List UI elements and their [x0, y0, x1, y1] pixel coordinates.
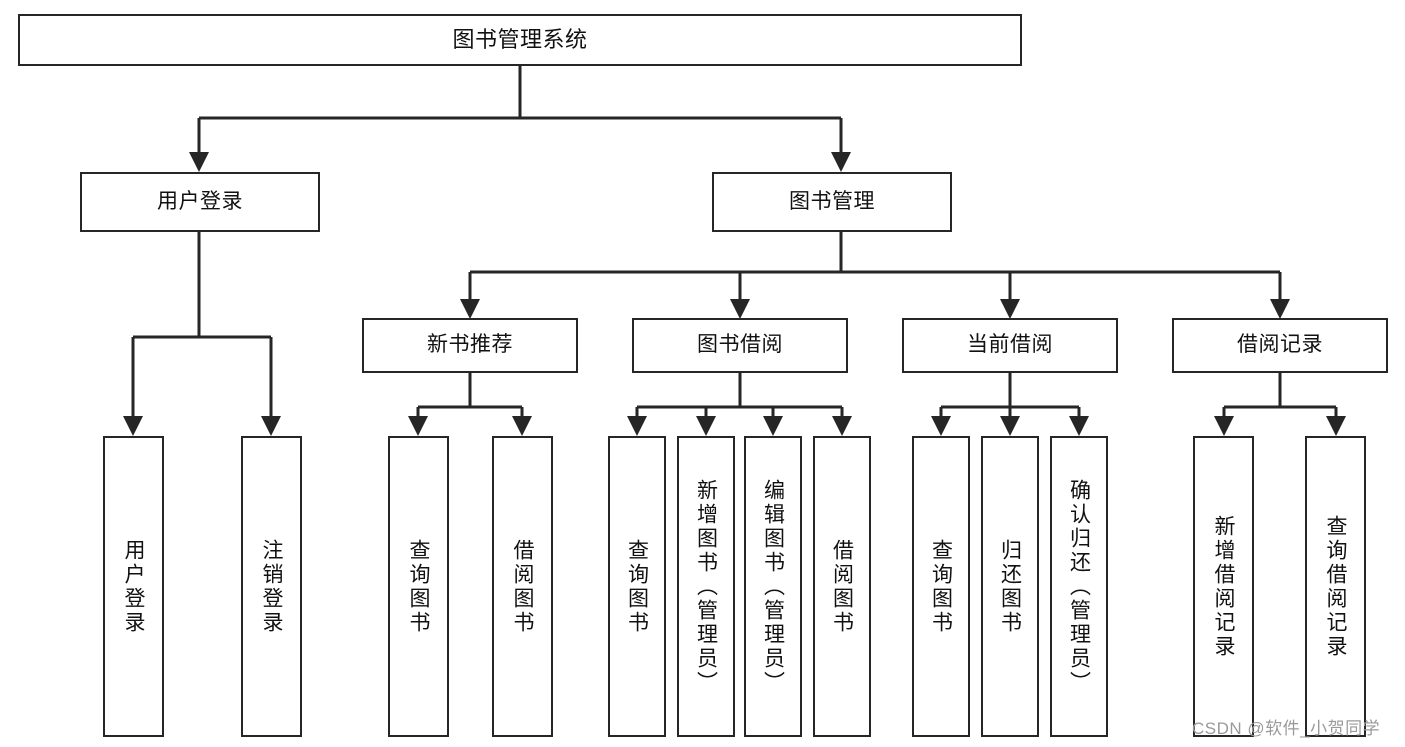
node-current-borrow[interactable]: 当前借阅 [902, 318, 1118, 373]
node-label: 图书管理系统 [452, 27, 588, 53]
leaf-logout[interactable]: 注销登录 [241, 436, 302, 737]
leaf-current-query-book[interactable]: 查询图书 [912, 436, 970, 737]
leaf-new-book-query[interactable]: 查询图书 [388, 436, 449, 737]
node-label: 用户登录 [122, 538, 145, 635]
leaf-query-borrow-record[interactable]: 查询借阅记录 [1305, 436, 1366, 737]
node-label: 注销登录 [260, 538, 283, 635]
leaf-current-confirm-return-admin[interactable]: 确认归还（管理员） [1050, 436, 1108, 737]
node-user-login[interactable]: 用户登录 [80, 172, 320, 232]
node-label: 查询图书 [625, 538, 649, 635]
leaf-borrow-edit-book-admin[interactable]: 编辑图书（管理员） [744, 436, 802, 737]
leaf-current-return-book[interactable]: 归还图书 [981, 436, 1039, 737]
node-book-management[interactable]: 图书管理 [712, 172, 952, 232]
leaf-borrow-add-book-admin[interactable]: 新增图书（管理员） [677, 436, 735, 737]
node-root-book-management-system[interactable]: 图书管理系统 [18, 14, 1022, 66]
node-book-borrow[interactable]: 图书借阅 [632, 318, 848, 373]
node-label: 新书推荐 [427, 333, 513, 357]
node-label: 当前借阅 [967, 333, 1053, 357]
node-label: 图书管理 [789, 189, 875, 213]
node-label: 归还图书 [998, 538, 1022, 635]
node-label: 查询图书 [407, 538, 430, 635]
node-label: 借阅图书 [830, 538, 854, 635]
node-label: 确认归还（管理员） [1067, 478, 1091, 695]
watermark-text: CSDN @软件_小贺同学 [1192, 719, 1381, 738]
node-label: 查询借阅记录 [1324, 514, 1347, 659]
node-label: 新增图书（管理员） [694, 478, 718, 695]
node-label: 借阅图书 [511, 538, 534, 635]
leaf-new-book-borrow[interactable]: 借阅图书 [492, 436, 553, 737]
node-label: 查询图书 [929, 538, 953, 635]
node-borrow-record[interactable]: 借阅记录 [1172, 318, 1388, 373]
leaf-borrow-query-book[interactable]: 查询图书 [608, 436, 666, 737]
leaf-borrow-borrow-book[interactable]: 借阅图书 [813, 436, 871, 737]
node-new-book-recommend[interactable]: 新书推荐 [362, 318, 578, 373]
node-label: 编辑图书（管理员） [761, 478, 785, 695]
leaf-add-borrow-record[interactable]: 新增借阅记录 [1193, 436, 1254, 737]
node-label: 新增借阅记录 [1212, 514, 1235, 659]
node-label: 借阅记录 [1237, 333, 1323, 357]
node-label: 图书借阅 [697, 333, 783, 357]
node-label: 用户登录 [157, 189, 243, 213]
leaf-user-login[interactable]: 用户登录 [103, 436, 164, 737]
